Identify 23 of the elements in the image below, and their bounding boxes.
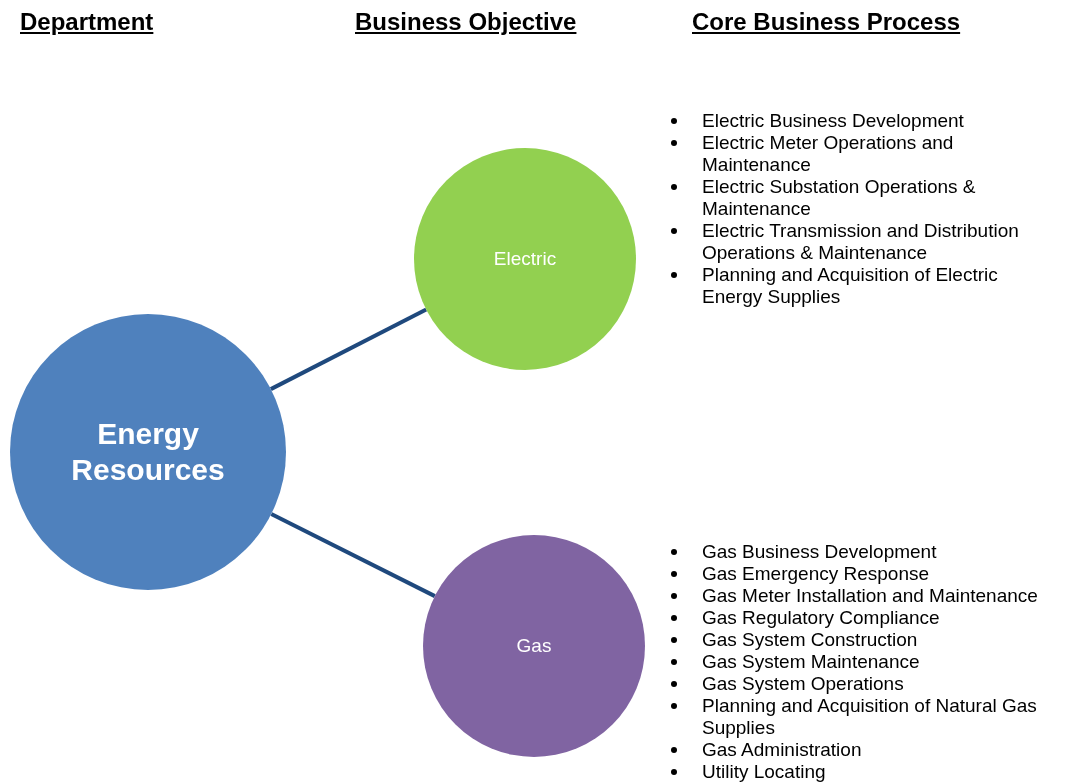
process-item: Electric Business Development [702, 110, 964, 131]
process-item: Gas System Maintenance [702, 651, 920, 672]
node-label: Gas [516, 634, 552, 658]
process-item: Gas Meter Installation and Maintenance [702, 585, 1038, 606]
column-heading: Core Business Process [692, 8, 961, 36]
connector-line [270, 512, 436, 598]
process-item: Electric Substation Operations & Maintenance [702, 176, 976, 219]
process-item: Gas Regulatory Compliance [702, 607, 940, 628]
process-item: Planning and Acquisition of Natural Gas Supplies [702, 695, 1037, 738]
column-heading: Business Objective [355, 8, 577, 36]
node-label: Energy Resources [70, 416, 226, 488]
process-item: Gas System Operations [702, 673, 904, 694]
process-item: Planning and Acquisition of Electric Energy Supplies [702, 264, 998, 307]
node-label: Electric [493, 247, 557, 271]
process-item: Electric Transmission and Distribution Operations & Maintenance [702, 220, 1019, 263]
process-item: Electric Meter Operations and Maintenance [702, 132, 954, 175]
process-item: Gas Emergency Response [702, 563, 930, 584]
connector-line [269, 307, 428, 391]
column-heading: Department [20, 8, 154, 36]
process-item: Gas Business Development [702, 541, 937, 562]
process-item: Gas System Construction [702, 629, 918, 650]
process-item: Gas Administration [702, 739, 862, 760]
process-item: Utility Locating [702, 761, 826, 782]
